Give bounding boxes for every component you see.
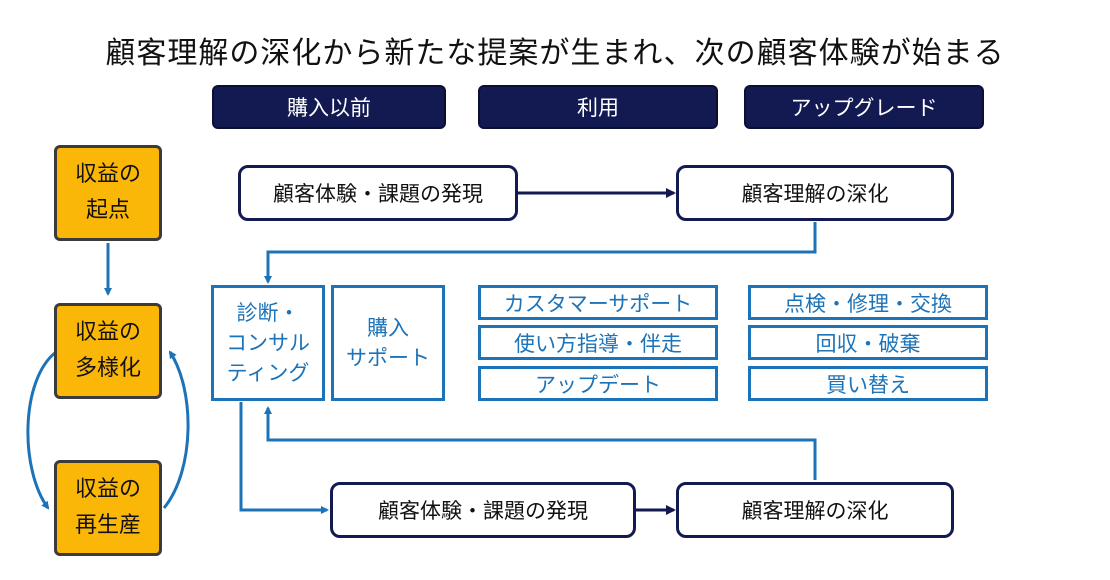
arrow-understand-to-consulting: [264, 222, 817, 284]
bottom-discover-box: 顧客体験・課題の発現: [330, 482, 636, 538]
arrow-consulting-to-discover: [239, 402, 329, 514]
usage-guidance-box: 使い方指導・伴走: [478, 325, 718, 360]
update-box: アップデート: [478, 366, 718, 401]
consulting-line1: 診断・: [236, 301, 300, 325]
consulting-line2: コンサル: [226, 331, 310, 355]
consulting-line3: ティング: [226, 361, 310, 385]
revenue-reproduce-box: 収益の 再生産: [54, 460, 162, 556]
phase-before-purchase: 購入以前: [212, 85, 446, 129]
revenue-origin-box: 収益の 起点: [54, 145, 162, 241]
revenue-reproduce-line2: 再生産: [74, 513, 141, 538]
purchase-support-line2: サポート: [346, 346, 430, 370]
phase-use: 利用: [478, 85, 718, 129]
diagram-title: 顧客理解の深化から新たな提案が生まれ、次の顧客体験が始まる: [105, 36, 1005, 71]
customer-support-box: カスタマーサポート: [478, 285, 718, 320]
revenue-diversify-line2: 多様化: [74, 356, 141, 381]
revenue-origin-line1: 収益の: [74, 162, 141, 187]
top-discover-box: 顧客体験・課題の発現: [238, 165, 518, 221]
revenue-diversify-box: 収益の 多様化: [54, 303, 162, 399]
top-understand-box: 顧客理解の深化: [676, 165, 954, 221]
revenue-reproduce-line1: 収益の: [74, 477, 141, 502]
purchase-support-line1: 購入: [367, 316, 409, 340]
arrow-reproduce-to-diversify: [162, 350, 190, 509]
inspection-repair-box: 点検・修理・交換: [748, 285, 988, 320]
collection-disposal-box: 回収・破棄: [748, 325, 988, 360]
arrow-diversify-to-reproduce: [26, 350, 57, 510]
phase-upgrade: アップグレード: [744, 85, 984, 129]
bottom-understand-box: 顧客理解の深化: [676, 482, 954, 538]
revenue-diversify-line1: 収益の: [74, 320, 141, 345]
purchase-support-box: 購入 サポート: [331, 285, 445, 401]
arrow-bottom-understand-to-consulting: [264, 406, 817, 480]
revenue-origin-line2: 起点: [85, 198, 130, 223]
replacement-box: 買い替え: [748, 366, 988, 401]
consulting-box: 診断・ コンサル ティング: [211, 285, 325, 401]
